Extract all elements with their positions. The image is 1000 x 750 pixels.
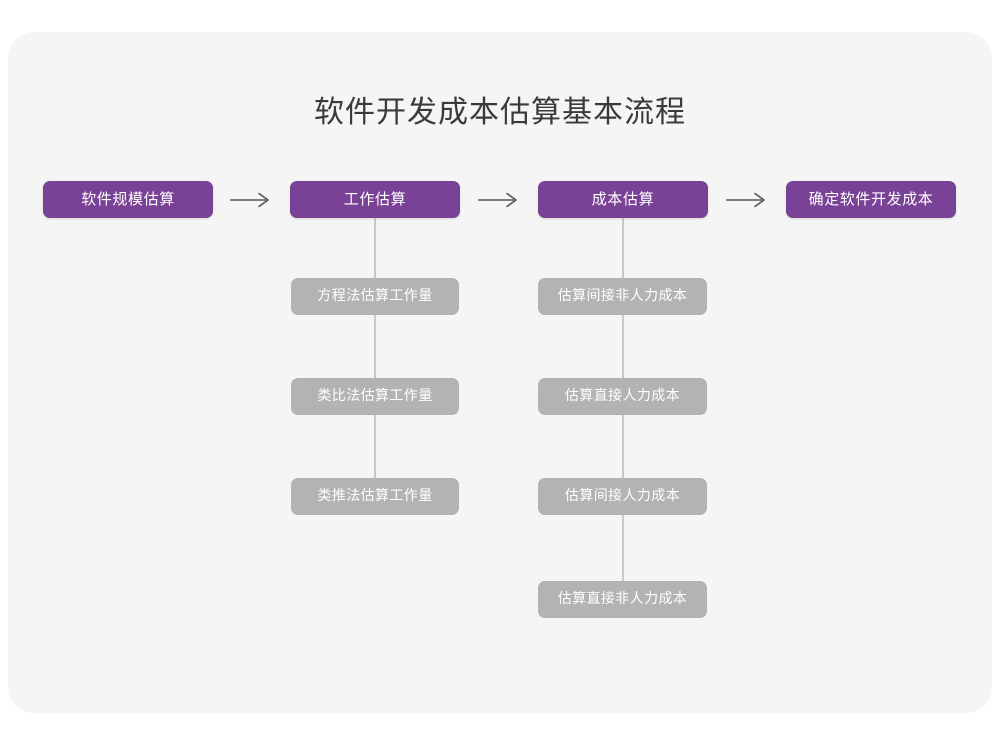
sub-box-cost-1[interactable]: 估算间接非人力成本	[538, 278, 707, 315]
arrow-right-icon-2	[476, 190, 522, 210]
diagram-card	[8, 32, 992, 713]
sub-box-cost-4[interactable]: 估算直接非人力成本	[538, 581, 707, 618]
page-title: 软件开发成本估算基本流程	[314, 95, 686, 130]
stage-box-determine-development-cost[interactable]: 确定软件开发成本	[786, 181, 956, 218]
stage-box-work-estimation[interactable]: 工作估算	[290, 181, 460, 218]
sub-box-work-2[interactable]: 类比法估算工作量	[291, 378, 459, 415]
arrow-right-icon-1	[228, 190, 274, 210]
connector-work-column	[374, 218, 376, 478]
sub-box-work-3[interactable]: 类推法估算工作量	[291, 478, 459, 515]
sub-box-work-1[interactable]: 方程法估算工作量	[291, 278, 459, 315]
arrow-right-icon-3	[724, 190, 770, 210]
stage-box-cost-estimation[interactable]: 成本估算	[538, 181, 708, 218]
sub-box-cost-3[interactable]: 估算间接人力成本	[538, 478, 707, 515]
sub-box-cost-2[interactable]: 估算直接人力成本	[538, 378, 707, 415]
stage-box-software-scale-estimation[interactable]: 软件规模估算	[43, 181, 213, 218]
